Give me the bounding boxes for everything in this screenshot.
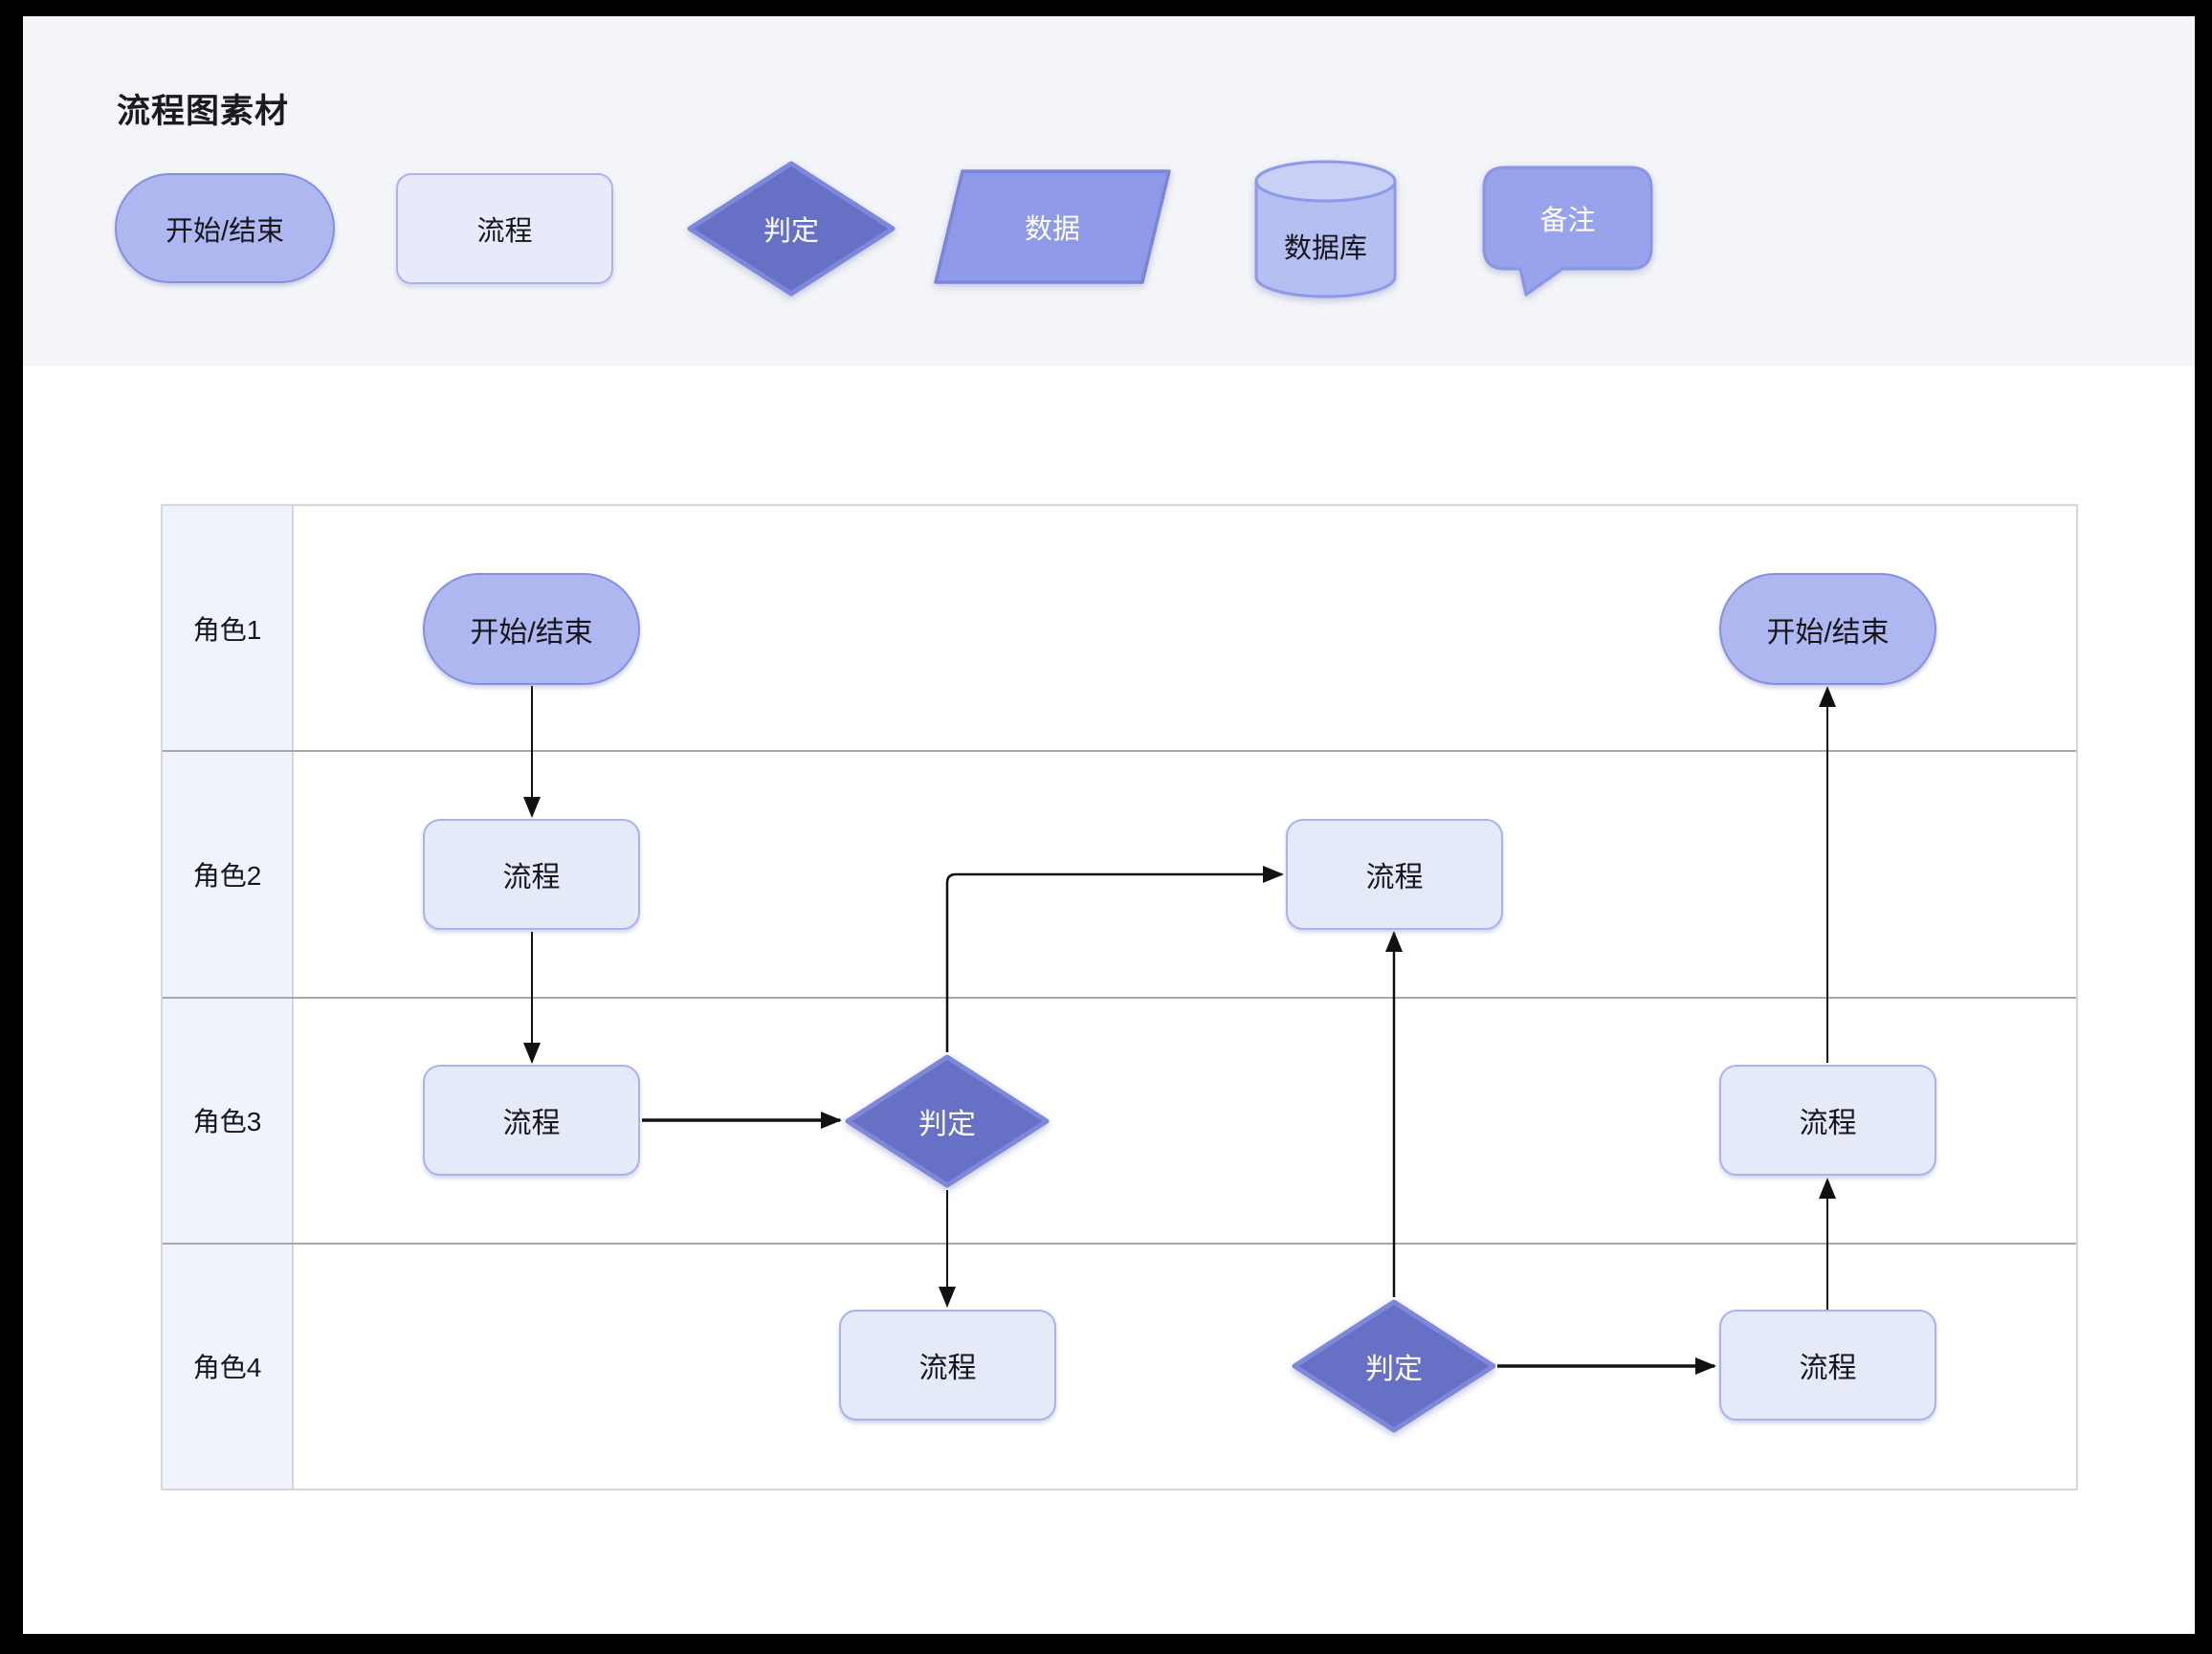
node-process-lane2-left[interactable]: 流程	[423, 819, 640, 930]
node-process-lane4-left-label: 流程	[918, 1353, 977, 1384]
diamond-shape-icon	[1292, 1299, 1496, 1433]
node-start-left[interactable]: 开始/结束	[423, 573, 640, 685]
node-process-lane4-left[interactable]: 流程	[839, 1310, 1056, 1421]
node-process-lane2-right-label: 流程	[1365, 862, 1424, 893]
parallelogram-shape-icon	[934, 169, 1171, 284]
lane-row-4: 角色4	[163, 1242, 2076, 1489]
lane-label-4[interactable]: 角色4	[163, 1244, 294, 1489]
speech-bubble-shape-icon	[1482, 165, 1653, 297]
palette-item-process[interactable]: 流程	[396, 173, 613, 284]
node-decision-lane3[interactable]: 判定	[845, 1054, 1050, 1188]
canvas-page: 流程图素材 开始/结束 流程 判定 数据	[23, 16, 2195, 1634]
lane-row-2: 角色2	[163, 750, 2076, 997]
node-process-lane3-left[interactable]: 流程	[423, 1065, 640, 1176]
node-start-right-label: 开始/结束	[1766, 616, 1890, 649]
node-decision-lane3-label: 判定	[918, 1109, 976, 1140]
node-decision-lane4-label: 判定	[1365, 1354, 1423, 1385]
palette-panel: 流程图素材 开始/结束 流程 判定 数据	[23, 16, 2195, 366]
palette-item-start-end[interactable]: 开始/结束	[115, 173, 335, 283]
node-process-lane4-right-label: 流程	[1799, 1353, 1857, 1384]
node-process-lane2-right[interactable]: 流程	[1286, 819, 1503, 930]
cylinder-shape-icon	[1254, 160, 1397, 298]
node-process-lane3-right-label: 流程	[1799, 1108, 1857, 1139]
lane-label-2[interactable]: 角色2	[163, 752, 294, 997]
palette-item-start-end-label: 开始/结束	[165, 215, 285, 247]
node-start-left-label: 开始/结束	[470, 616, 593, 649]
swimlane-lanes: 角色1 角色2 角色3 角色4	[163, 506, 2076, 1489]
palette-item-process-label: 流程	[476, 216, 533, 247]
swimlane-table: 角色1 角色2 角色3 角色4	[161, 504, 2078, 1490]
node-process-lane3-left-label: 流程	[502, 1108, 561, 1139]
diamond-shape-icon	[687, 161, 896, 297]
palette-item-data[interactable]: 数据	[934, 169, 1171, 284]
node-decision-lane4[interactable]: 判定	[1292, 1299, 1496, 1433]
palette-item-database[interactable]: 数据库	[1254, 160, 1397, 298]
palette-item-note[interactable]: 备注	[1482, 165, 1653, 297]
palette-item-decision[interactable]: 判定	[687, 161, 896, 297]
node-start-right[interactable]: 开始/结束	[1719, 573, 1936, 685]
lane-row-1: 角色1	[163, 506, 2076, 751]
palette-title: 流程图素材	[117, 93, 290, 130]
lane-label-3[interactable]: 角色3	[163, 998, 294, 1243]
lane-label-1[interactable]: 角色1	[163, 506, 294, 751]
node-process-lane3-right[interactable]: 流程	[1719, 1065, 1936, 1176]
node-process-lane2-left-label: 流程	[502, 862, 561, 893]
diamond-shape-icon	[845, 1054, 1050, 1188]
node-process-lane4-right[interactable]: 流程	[1719, 1310, 1936, 1421]
